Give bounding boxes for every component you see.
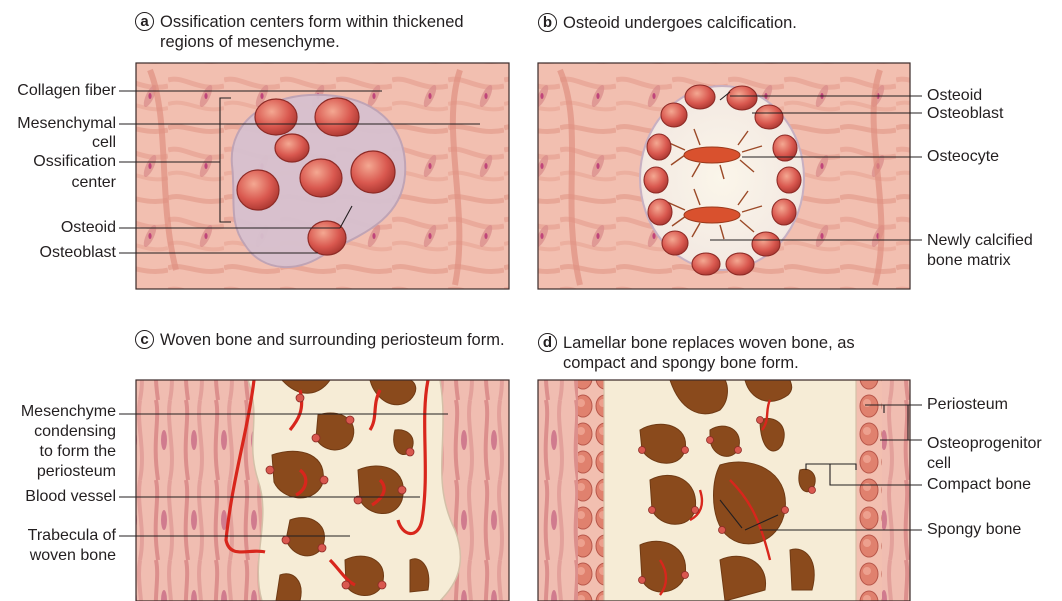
- label-b-osteoblast: Osteoblast: [927, 104, 1003, 124]
- caption-d-text: Lamellar bone replaces woven bone, as co…: [563, 333, 855, 373]
- label-mesenchymal-cell-2: cell: [92, 133, 116, 153]
- caption-a-line1: Ossification centers form within thicken…: [160, 13, 464, 31]
- label-trabecula-2: woven bone: [30, 546, 116, 566]
- caption-d-line1: Lamellar bone replaces woven bone, as: [563, 334, 855, 352]
- label-ossification-center-2: center: [72, 173, 116, 193]
- label-a-osteoid: Osteoid: [61, 218, 116, 238]
- label-newly-calcified-1: Newly calcified: [927, 231, 1033, 251]
- label-osteocyte: Osteocyte: [927, 147, 999, 167]
- badge-d: d: [538, 333, 557, 352]
- label-trabecula-1: Trabecula of: [28, 526, 116, 546]
- badge-a: a: [135, 12, 154, 31]
- label-ossification-center-1: Ossification: [33, 152, 116, 172]
- caption-d-line2: compact and spongy bone form.: [563, 354, 799, 372]
- label-mesenchyme-3: to form the: [40, 442, 116, 462]
- panel-d-illustration: [538, 380, 910, 601]
- panel-c-illustration: [136, 380, 509, 601]
- label-collagen-fiber: Collagen fiber: [17, 81, 116, 101]
- label-osteoprogenitor-1: Osteoprogenitor: [927, 434, 1042, 454]
- panel-a-illustration: [136, 63, 509, 289]
- label-mesenchyme-4: periosteum: [37, 462, 116, 482]
- label-osteoprogenitor-2: cell: [927, 454, 951, 474]
- label-compact-bone: Compact bone: [927, 475, 1031, 495]
- label-spongy-bone: Spongy bone: [927, 520, 1021, 540]
- caption-a-text: Ossification centers form within thicken…: [160, 12, 464, 52]
- badge-b: b: [538, 13, 557, 32]
- caption-c-line1: Woven bone and surrounding periosteum fo…: [160, 330, 505, 350]
- badge-c: c: [135, 330, 154, 349]
- label-mesenchyme-2: condensing: [34, 422, 116, 442]
- caption-a-line2: regions of mesenchyme.: [160, 33, 340, 51]
- label-periosteum: Periosteum: [927, 395, 1008, 415]
- label-newly-calcified-2: bone matrix: [927, 251, 1011, 271]
- label-b-osteoid: Osteoid: [927, 86, 982, 106]
- label-mesenchyme-1: Mesenchyme: [21, 402, 116, 422]
- label-blood-vessel: Blood vessel: [25, 487, 116, 507]
- label-a-osteoblast: Osteoblast: [40, 243, 116, 263]
- label-mesenchymal-cell-1: Mesenchymal: [17, 114, 116, 134]
- caption-b-line1: Osteoid undergoes calcification.: [563, 13, 797, 33]
